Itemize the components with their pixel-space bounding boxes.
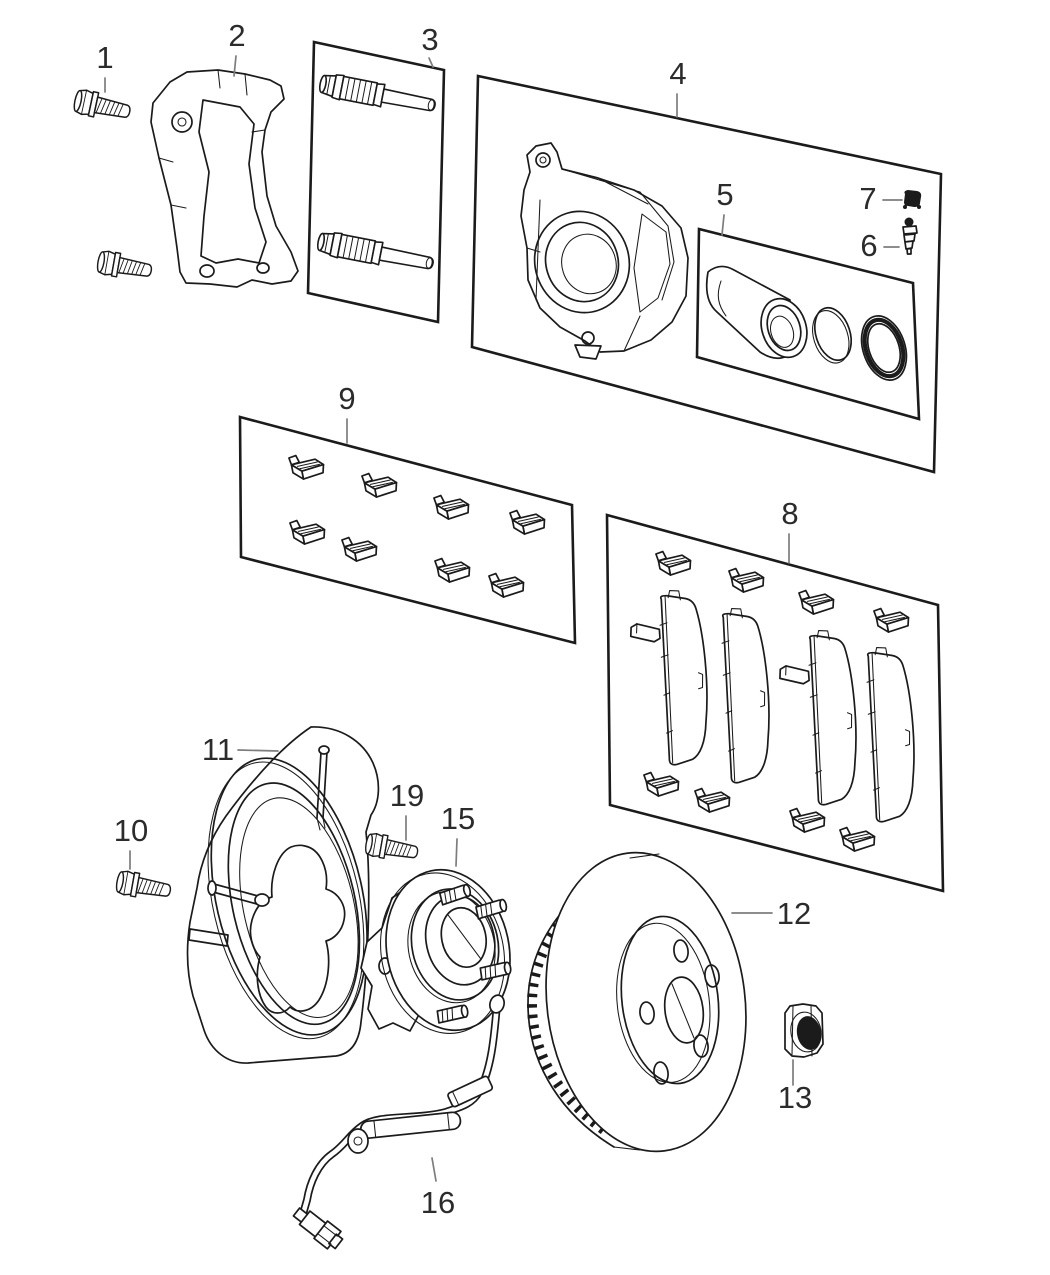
kit-box-5 [695,227,921,421]
callout-label-11: 11 [202,732,234,767]
guide-pin-icon [317,70,439,119]
callout-label-3: 3 [421,22,438,57]
callout-label-8: 8 [781,496,798,531]
callout-16: 16 [421,1157,455,1220]
callout-19: 19 [390,778,424,841]
bolt-icon [95,249,155,284]
part-3-guide-pins [315,70,439,277]
callout-label-12: 12 [777,896,811,931]
clip-icon [642,769,681,798]
part-13-hub-nut [784,1003,824,1058]
callout-3: 3 [421,22,439,68]
callout-label-10: 10 [114,813,148,848]
clip-icon [508,507,547,536]
callout-13: 13 [778,1059,812,1115]
kit-box-8 [605,513,945,893]
clip-icon [287,452,326,481]
part-16-abs-sensor [292,994,506,1250]
part-19-stud-bolt [363,831,421,865]
kit-box-3 [306,40,446,324]
callout-label-4: 4 [669,56,686,91]
callout-9: 9 [338,381,356,444]
callout-5: 5 [716,177,734,236]
callout-label-19: 19 [390,778,424,813]
kit-box-9 [238,415,577,645]
part-6-bleeder-screw [902,217,918,255]
clip-icon [433,555,472,584]
part-1-adapter-bolts [71,87,155,284]
callout-label-2: 2 [228,18,245,53]
brake-pad-outer [717,605,776,784]
callout-11: 11 [202,732,279,767]
callout-label-15: 15 [441,801,475,836]
callouts: 1 2 3 4 5 6 7 8 [96,18,903,1220]
part-5-piston-seal-kit [705,265,908,381]
callout-2: 2 [228,18,246,77]
part-8-brake-pads [629,548,921,853]
clip-icon [654,548,693,577]
callout-label-13: 13 [778,1080,812,1115]
callout-8: 8 [781,496,799,564]
brake-pad-inner [629,587,714,766]
callout-label-1: 1 [96,40,113,75]
bolt-icon [114,869,174,904]
callout-label-6: 6 [860,228,877,263]
part-10-bolt [114,869,174,904]
bolt-icon [71,87,133,125]
clip-icon [340,534,379,563]
callout-label-16: 16 [421,1185,455,1220]
part-9-hardware-clips [287,452,547,599]
callout-15: 15 [441,801,475,867]
callout-10: 10 [114,813,148,870]
callout-6: 6 [860,228,900,263]
kit-box-4 [470,74,943,474]
clip-icon [797,587,836,616]
guide-pin-icon [315,228,437,277]
callout-4: 4 [669,56,687,118]
clip-icon [727,565,766,594]
part-12-rotor [526,851,747,1153]
clip-icon [432,492,471,521]
part-4-caliper [520,142,689,360]
callout-12: 12 [731,896,811,931]
clip-icon [360,470,399,499]
brake-pad-outer [862,644,921,823]
callout-1: 1 [96,40,114,93]
brake-pad-inner [778,627,863,806]
callout-label-9: 9 [338,381,355,416]
callout-7: 7 [859,181,903,216]
clip-icon [288,517,327,546]
sensor-connector [292,1207,344,1250]
part-15-hub-bearing [360,868,513,1034]
clip-icon [693,785,732,814]
part-11-splash-shield [186,726,380,1064]
callout-label-7: 7 [859,181,876,216]
callout-label-5: 5 [716,177,733,212]
part-7-cap [903,190,922,209]
clip-icon [872,605,911,634]
part-2-caliper-adapter [150,69,299,288]
bolt-icon [363,831,421,865]
clip-icon [838,824,877,853]
clip-icon [788,805,827,834]
clip-icon [487,570,526,599]
